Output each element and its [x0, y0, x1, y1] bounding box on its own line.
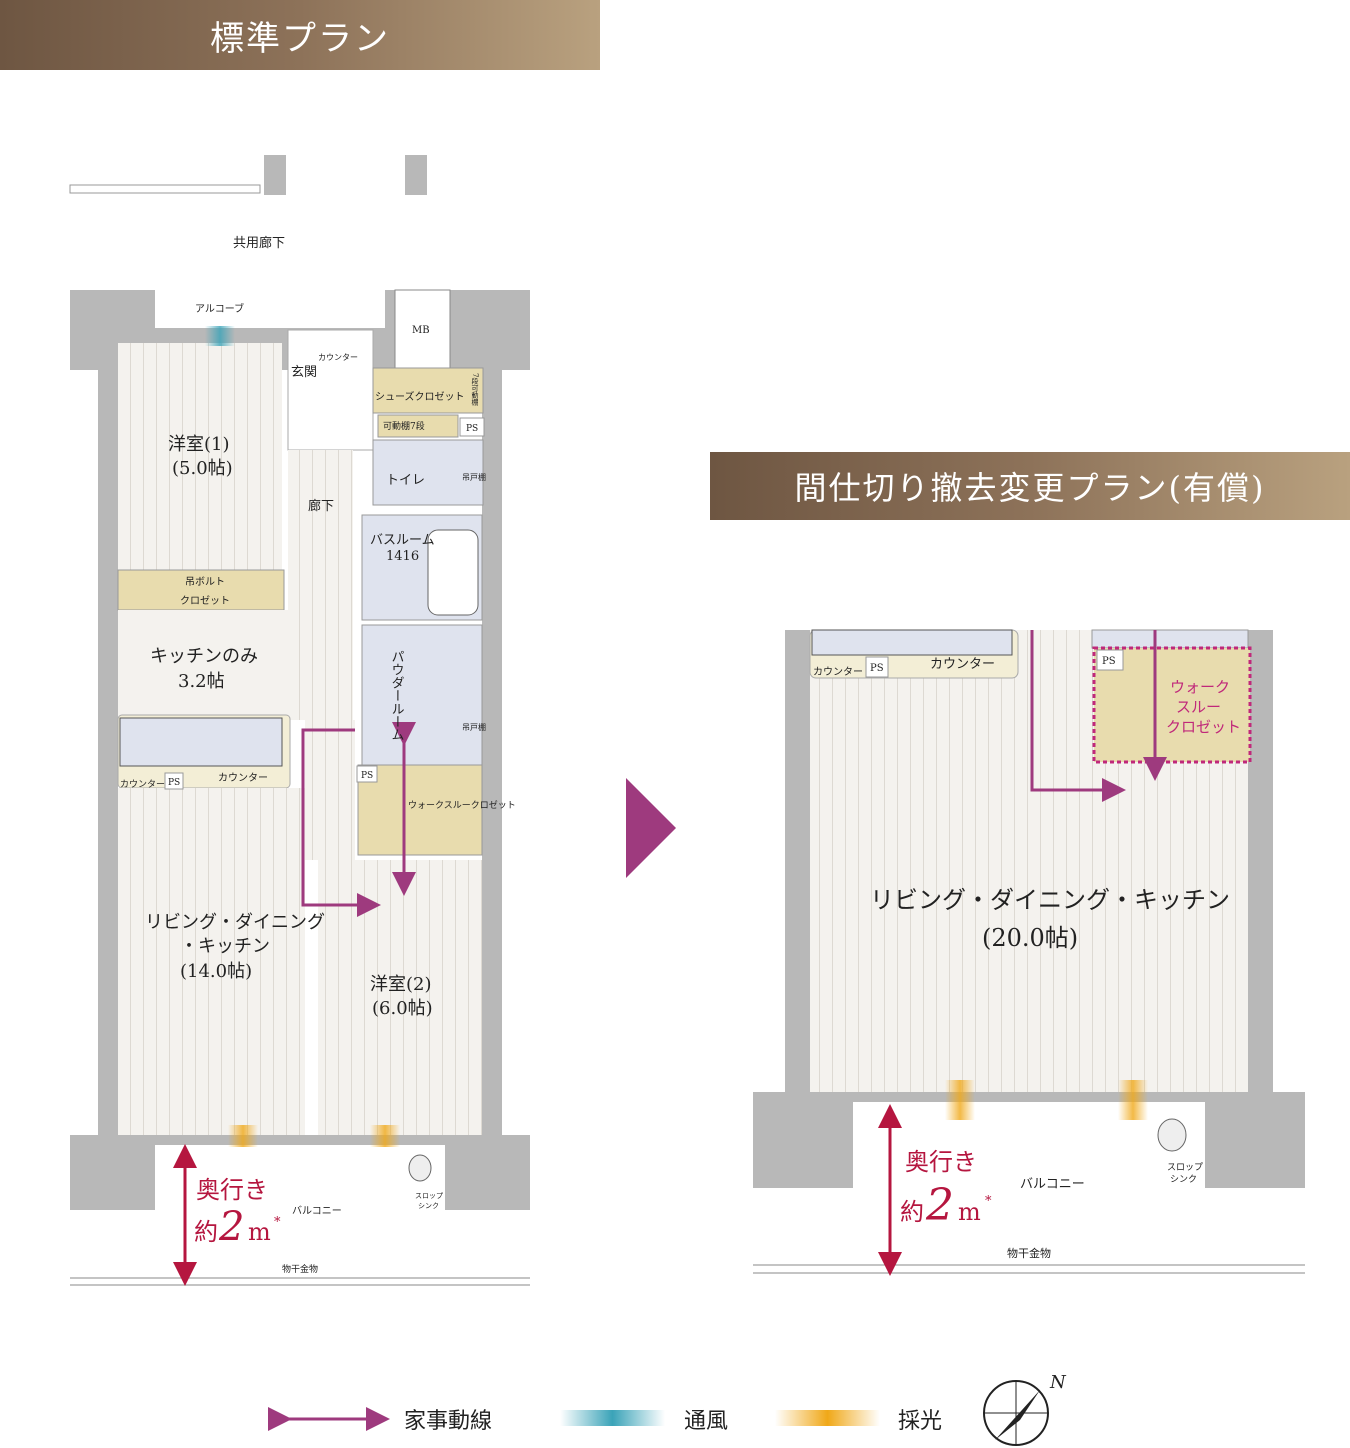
ldk-size: (20.0帖) — [982, 924, 1078, 952]
slop-sink-label-2: シンク — [1170, 1174, 1197, 1185]
movable-shelf-label-b: 可動棚7段 — [383, 420, 425, 432]
bath-size-label: 1416 — [386, 549, 419, 564]
counter-label-b: カウンター — [218, 772, 268, 784]
mb-label: MB — [412, 325, 430, 336]
kitchen-only-label: キッチンのみ — [150, 646, 258, 667]
room2-name: 洋室(2) — [370, 974, 432, 995]
slop-sink-label-1: スロップ — [1167, 1162, 1203, 1173]
depth-value: 2 — [218, 1204, 244, 1250]
entrance-label: 玄関 — [291, 365, 317, 380]
room2-size: (6.0帖) — [372, 998, 433, 1019]
shoes-closet-label: シューズクロゼット — [375, 390, 465, 403]
ps-label-2: PS — [168, 778, 180, 788]
ps-label-3: PS — [361, 771, 373, 781]
room1-name: 洋室(1) — [168, 434, 230, 455]
ps-label-a: PS — [870, 663, 884, 674]
walk-through-closet-label: ウォークスルークロゼット — [408, 799, 516, 811]
hanging-bolt-label: 吊ボルト — [185, 576, 225, 588]
drying-hardware-label: 物干金物 — [282, 1263, 318, 1275]
depth-value: 2 — [925, 1180, 954, 1231]
depth-unit: m — [248, 1218, 271, 1246]
hanging-cabinet-label-2: 吊戸棚 — [462, 722, 486, 732]
legend-ventilation: 通風 — [684, 1409, 728, 1434]
legend-daylight: 採光 — [898, 1409, 942, 1434]
ldk-name: リビング・ダイニング・キッチン — [870, 886, 1230, 914]
entrance-counter-label: カウンター — [318, 353, 358, 362]
standard-floor-plan: 共用廊下 アルコーブ MB カウンター 玄関 シューズクロゼット 7段可動棚 可… — [69, 155, 530, 1286]
changed-plan-title: 間仕切り撤去変更プラン(有償) — [794, 469, 1266, 507]
ps-label-b: PS — [1102, 656, 1116, 667]
depth-unit: m — [958, 1198, 981, 1226]
counter-label-a: カウンター — [813, 666, 863, 678]
depth-label: 奥行き — [905, 1148, 977, 1176]
balcony-label: バルコニー — [292, 1205, 342, 1217]
ps-label: PS — [466, 424, 478, 434]
slop-sink-label-1: スロップ — [415, 1192, 443, 1200]
standard-plan-banner: 標準プラン — [0, 0, 600, 70]
corridor-label: 廊下 — [308, 498, 334, 514]
room1-size: (5.0帖) — [172, 458, 233, 479]
powder-room-label: パウダールーム — [389, 650, 405, 741]
changed-floor-plan: カウンター PS カウンター PS ウォーク スルー クロゼット リビング・ダイ… — [753, 629, 1305, 1276]
drying-hardware-label: 物干金物 — [1007, 1246, 1051, 1260]
depth-label: 奥行き — [196, 1176, 268, 1204]
movable-shelf-label-a: 7段可動棚 — [471, 373, 479, 407]
legend: 家事動線 通風 採光 N — [268, 1372, 1067, 1446]
counter-label-b: カウンター — [930, 657, 995, 672]
toilet-label: トイレ — [386, 473, 425, 488]
changed-plan-banner: 間仕切り撤去変更プラン(有償) — [710, 452, 1350, 520]
common-corridor-label: 共用廊下 — [233, 235, 285, 251]
counter-label-a: カウンター — [120, 779, 165, 790]
bathroom-label: バスルーム — [370, 533, 435, 548]
depth-prefix: 約 — [194, 1218, 218, 1246]
wic-label-1: ウォーク — [1170, 678, 1230, 696]
closet-label: クロゼット — [180, 595, 230, 607]
daylight-icon — [775, 1410, 880, 1426]
depth-note: * — [985, 1194, 992, 1209]
standard-plan-title: 標準プラン — [210, 18, 390, 59]
depth-prefix: 約 — [900, 1198, 924, 1226]
compass-north: N — [1049, 1372, 1067, 1393]
ldk-name-2: ・キッチン — [180, 936, 270, 957]
alcove-label: アルコーブ — [195, 302, 244, 315]
ventilation-icon — [560, 1410, 665, 1426]
depth-note: * — [274, 1215, 281, 1230]
ldk-name-1: リビング・ダイニング — [145, 912, 325, 933]
hanging-cabinet-label: 吊戸棚 — [462, 472, 486, 482]
transition-arrow-icon — [626, 778, 676, 878]
wic-label-3: クロゼット — [1166, 718, 1241, 736]
wic-label-2: スルー — [1176, 698, 1221, 716]
slop-sink-label-2: シンク — [418, 1202, 439, 1210]
ldk-size: (14.0帖) — [180, 961, 252, 982]
balcony-label: バルコニー — [1020, 1177, 1085, 1192]
compass-icon — [983, 1380, 1049, 1446]
legend-chore-line: 家事動線 — [404, 1409, 492, 1434]
kitchen-size-label: 3.2帖 — [178, 671, 225, 692]
